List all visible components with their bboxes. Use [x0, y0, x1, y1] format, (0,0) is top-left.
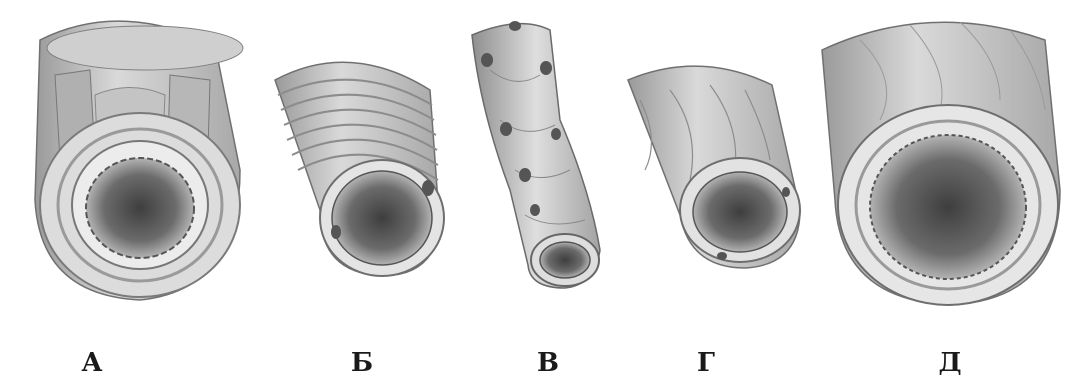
label-v: В	[537, 348, 559, 378]
vessel-a-artery	[35, 21, 243, 300]
label-d: Д	[938, 348, 961, 378]
label-g: Г	[697, 348, 715, 378]
vessel-g-vein	[628, 66, 800, 268]
label-b: Б	[351, 348, 373, 378]
vessel-d-large-artery	[822, 22, 1060, 305]
vessel-b-muscular	[275, 62, 444, 276]
label-a: А	[81, 348, 102, 378]
vessel-v-capillary	[472, 21, 600, 288]
